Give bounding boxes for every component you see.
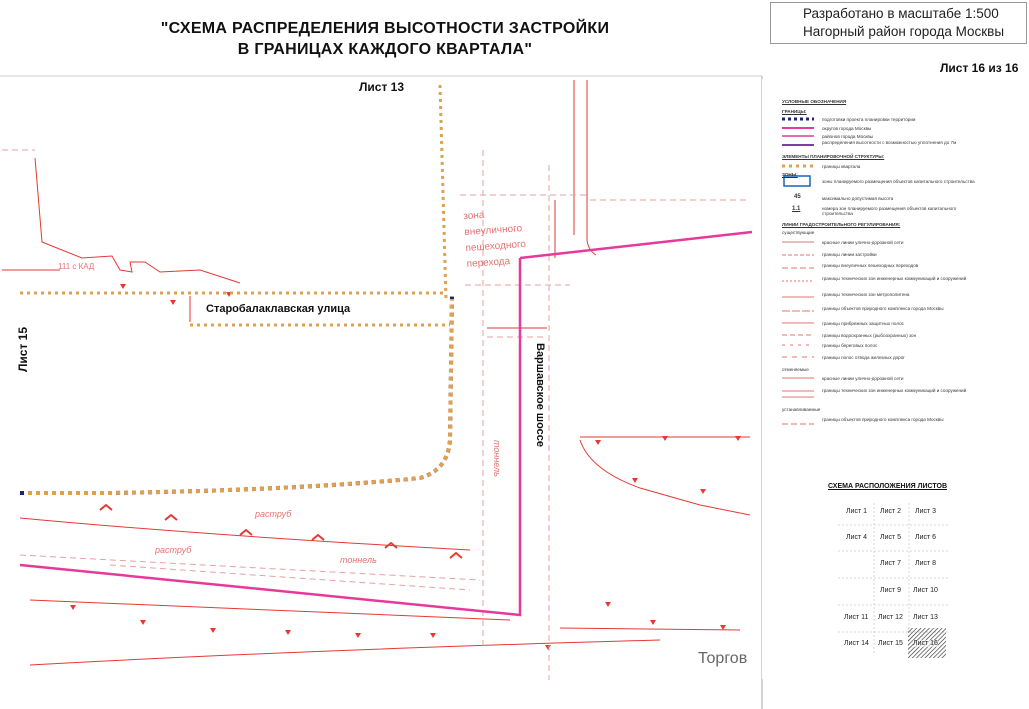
red-line-bottom-2 — [559, 627, 741, 631]
tunnel-label-4: тоннель — [492, 440, 502, 477]
legend-item-zones: зоны планируемого размещения объектов ка… — [822, 179, 975, 184]
tunnel-label-1: раструб — [255, 509, 292, 519]
legend-item-red-lines: красные линии улично-дорожной сети — [822, 240, 904, 245]
map-title-line-1: "СХЕМА РАСПРЕДЕЛЕНИЯ ВЫСОТНОСТИ ЗАСТРОЙК… — [160, 20, 610, 37]
legend-item-quarter: границы квартала — [822, 164, 861, 169]
legend-item-okrug: округов города Москвы — [822, 126, 872, 131]
red-line-tunnel-1 — [19, 517, 471, 551]
scheme-sheet-12[interactable]: Лист 12 — [878, 614, 903, 621]
sheet-scheme: СХЕМА РАСПОЛОЖЕНИЯ ЛИСТОВ Лист 1 Лист 2 … — [828, 483, 958, 663]
tunnel-label-2: раструб — [155, 545, 192, 555]
red-line-bottom-1 — [29, 599, 511, 621]
street-label-varshavskoe: Варшавское шоссе — [534, 343, 546, 448]
scheme-sheet-8[interactable]: Лист 8 — [915, 560, 937, 567]
scheme-sheet-15[interactable]: Лист 15 — [878, 640, 903, 647]
chevron-marker-1 — [99, 503, 113, 511]
legend-item-building-lines: границы линии застройки — [822, 252, 877, 257]
zone-label: зона внеуличного пешеходного перехода — [463, 205, 528, 273]
district-boundary-1 — [19, 258, 522, 617]
legend-heading-structure: ЭЛЕМЕНТЫ ПЛАНИРОВОЧНОЙ СТРУКТУРЫ: — [782, 154, 885, 159]
red-line-building-1 — [34, 157, 241, 284]
scheme-sheet-3[interactable]: Лист 3 — [915, 508, 937, 515]
scheme-sheet-16-current[interactable]: Лист 16 — [913, 640, 938, 647]
scheme-sheet-11[interactable]: Лист 11 — [844, 614, 869, 621]
scale-text: Разработано в масштабе 1:500 — [803, 6, 999, 21]
legend-item-nature: границы объектов природного комплекса го… — [822, 306, 944, 311]
district-text: Нагорный район города Москвы — [803, 24, 1005, 39]
legend-item-zone-numbers: номера зон планируемого размещения объек… — [822, 206, 957, 216]
quarter-boundary-3 — [438, 84, 448, 301]
project-boundary-overlay — [24, 298, 454, 495]
chevron-marker-6 — [449, 551, 463, 559]
dashed-line-h4 — [19, 554, 481, 581]
legend-panel: УСЛОВНЫЕ ОБОЗНАЧЕНИЯ ГРАНИЦЫ: подготовки… — [762, 79, 1027, 679]
legend-item-coastal: границы прибрежных защитных полос — [822, 321, 904, 326]
chevron-marker-2 — [164, 513, 178, 521]
dashed-line-h5 — [109, 564, 471, 591]
legend-item-pedestrian: границы внеуличных пешеходных переходов — [822, 263, 919, 268]
chevron-marker-3 — [239, 528, 253, 536]
legend-item-metro: границы технических зон метрополитена — [822, 292, 910, 297]
scheme-sheet-1[interactable]: Лист 1 — [846, 508, 868, 515]
scheme-sheet-14[interactable]: Лист 14 — [844, 640, 869, 647]
legend-boundaries: ГРАНИЦЫ: — [782, 109, 807, 114]
district-boundary-2 — [519, 230, 753, 260]
legend-item-water: границы водоохранных (рыбоохранных) зон — [822, 333, 917, 338]
legend-symbols — [782, 117, 814, 425]
red-line-road-2 — [586, 80, 597, 256]
street-label-starobalaklavskaya: Старобалаклавская улица — [206, 303, 351, 315]
scheme-sheet-4[interactable]: Лист 4 — [846, 534, 868, 541]
legend-established: устанавливаемые — [782, 407, 821, 412]
scheme-sheet-6[interactable]: Лист 6 — [915, 534, 937, 541]
legend-symbol-zone — [783, 175, 811, 187]
legend-item-max-height: максимально допустимая высота — [822, 196, 894, 201]
legend-item-cancelled-tech: границы технических зон инженерных комму… — [822, 388, 967, 393]
legend-heading-lines: ЛИНИИ ГРАДОСТРОИТЕЛЬНОГО РЕГУЛИРОВАНИЯ: — [782, 222, 901, 227]
scheme-sheet-5[interactable]: Лист 5 — [880, 534, 902, 541]
sheet-scheme-title: СХЕМА РАСПОЛОЖЕНИЯ ЛИСТОВ — [828, 483, 947, 490]
red-line-markers — [70, 284, 741, 650]
legend-existing: существующие — [782, 230, 815, 235]
chevron-marker-5 — [384, 541, 398, 549]
legend-heading: УСЛОВНЫЕ ОБОЗНАЧЕНИЯ — [782, 99, 847, 104]
legend-item-height: распределения высотности с возможностью … — [822, 140, 957, 145]
scheme-sheet-10[interactable]: Лист 10 — [913, 587, 938, 594]
tunnel-label-3: тоннель — [340, 555, 377, 565]
info-box: Разработано в масштабе 1:500 Нагорный ра… — [770, 2, 1027, 44]
red-line-bottom-3 — [29, 639, 661, 666]
scheme-sheet-2[interactable]: Лист 2 — [880, 508, 902, 515]
legend-height-value: 45 — [794, 194, 801, 200]
legend-heading-zones: ЗОНЫ: — [782, 172, 798, 177]
legend-item-engineering: границы технических зон инженерных комму… — [822, 276, 967, 281]
bottom-street-label: Торгов — [698, 650, 748, 667]
legend-item-cancelled-red: красные линии улично-дорожной сети — [822, 376, 904, 381]
map-title-line-2: В ГРАНИЦАХ КАЖДОГО КВАРТАЛА" — [237, 41, 533, 58]
scheme-sheet-9[interactable]: Лист 9 — [880, 587, 902, 594]
sheet-label-top[interactable]: Лист 13 — [359, 80, 405, 94]
legend-item-shore: границы береговых полос — [822, 343, 878, 348]
sheet-counter: Лист 16 из 16 — [940, 61, 1019, 75]
red-line-road-4 — [579, 439, 751, 516]
legend-item-district: районов города Москвы — [822, 134, 874, 139]
kad-label: 111 с КАД — [58, 262, 95, 271]
legend-item-established-nature: границы объектов природного комплекса го… — [822, 417, 944, 422]
scheme-sheet-7[interactable]: Лист 7 — [880, 560, 902, 567]
scheme-sheet-13[interactable]: Лист 13 — [913, 614, 938, 621]
map-title: "СХЕМА РАСПРЕДЕЛЕНИЯ ВЫСОТНОСТИ ЗАСТРОЙК… — [130, 18, 640, 60]
legend-item-project: подготовки проекта планировки территории — [822, 117, 916, 122]
legend-item-railway: границы полос отвода железных дорог — [822, 355, 905, 360]
legend-cancelled: отменяемые — [782, 367, 809, 372]
sheet-label-left[interactable]: Лист 15 — [16, 326, 30, 372]
legend-zone-number: 1.1 — [792, 206, 801, 212]
chevron-marker-4 — [311, 533, 325, 541]
